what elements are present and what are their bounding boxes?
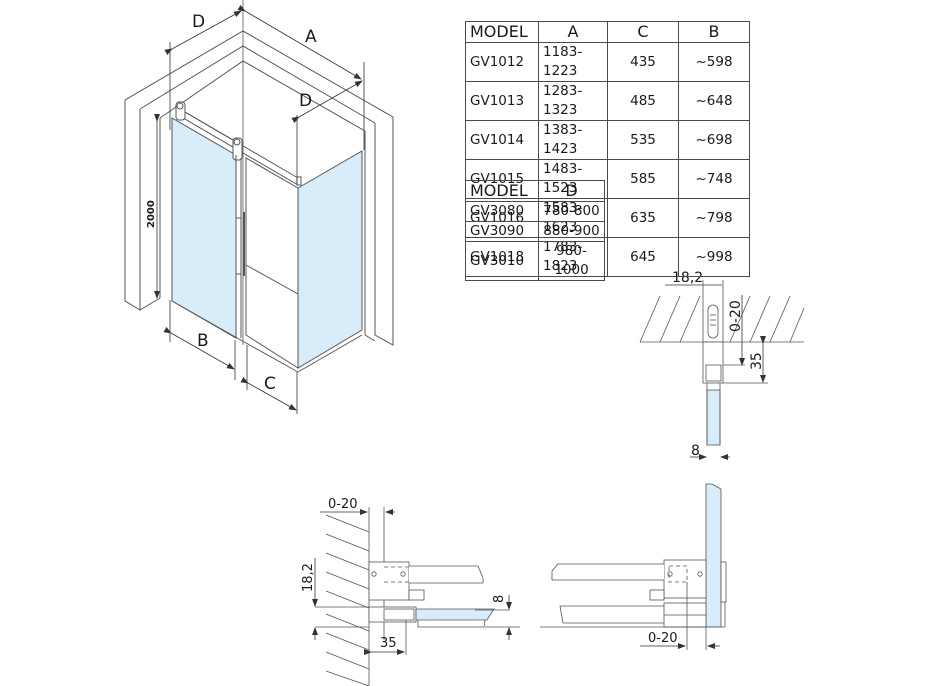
a-cell: 1283-1323: [538, 81, 608, 121]
glass-panel-section: [705, 483, 722, 628]
table-row: GV3090 880-900: [465, 221, 605, 242]
d-cell: 880-900: [538, 221, 605, 242]
d-cell: 980-1000: [538, 241, 605, 281]
side-panel-glass: [297, 150, 363, 369]
roller-icon: [175, 101, 302, 186]
b-cell: ~798: [678, 198, 750, 238]
b-cell: ~598: [678, 42, 750, 82]
isometric-view: [124, 0, 394, 414]
d-cell: 780-800: [538, 201, 605, 222]
c-cell: 645: [607, 237, 679, 277]
label-glass-thickness: 8: [492, 595, 507, 603]
b-cell: ~748: [678, 159, 750, 199]
column-header: A: [538, 21, 608, 43]
model-cell: GV3080: [465, 201, 539, 222]
dimension-label-height: 2000: [146, 200, 157, 228]
c-cell: 635: [607, 198, 679, 238]
wall-hatching: [639, 295, 805, 343]
column-header: MODEL: [465, 180, 539, 202]
a-cell: 1383-1423: [538, 120, 608, 160]
glass-panel-section: [706, 389, 721, 446]
c-cell: 435: [607, 42, 679, 82]
column-header: C: [607, 21, 679, 43]
b-cell: ~998: [678, 237, 750, 277]
label-profile-depth: 35: [380, 636, 397, 651]
c-cell: 535: [607, 120, 679, 160]
model-cell: GV3090: [465, 221, 539, 242]
fixed-panel-glass: [245, 157, 299, 369]
dimensions-table-d: MODEL D GV3080 780-800 GV3090 880-900 GV…: [465, 180, 605, 281]
dimension-lines: [154, 4, 365, 414]
label-adjust-range: 0-20: [728, 300, 744, 332]
wall-profile-detail: [639, 280, 805, 460]
table-row: GV1013 1283-1323 485 ~648: [465, 81, 750, 121]
wall-plug-icon: [707, 304, 719, 339]
dimension-label-b: B: [197, 331, 209, 351]
model-cell: GV3010: [465, 241, 539, 281]
b-cell: ~648: [678, 81, 750, 121]
label-glass-thickness: 8: [691, 443, 700, 459]
b-cell: ~698: [678, 120, 750, 160]
table-row: GV1014 1383-1423 535 ~698: [465, 120, 750, 160]
table-header-row: MODEL A C B: [465, 21, 750, 43]
c-cell: 585: [607, 159, 679, 199]
glass-panel-section: [415, 608, 495, 621]
label-profile-depth: 35: [749, 352, 765, 370]
model-cell: GV1012: [465, 42, 539, 82]
a-cell: 1183-1223: [538, 42, 608, 82]
model-cell: GV1014: [465, 120, 539, 160]
dimension-label-a: A: [305, 27, 317, 47]
column-header: D: [538, 180, 605, 202]
table-header-row: MODEL D: [465, 180, 605, 202]
table-row: GV3080 780-800: [465, 201, 605, 222]
dimension-label-c: C: [264, 374, 276, 394]
label-profile-width: 18,2: [301, 563, 316, 592]
door-handle: [235, 217, 242, 275]
label-adjust-range: 0-20: [648, 631, 678, 646]
bottom-left-detail: [312, 507, 520, 686]
table-row: GV3010 980-1000: [465, 241, 605, 281]
mounting-bracket: [368, 561, 410, 601]
column-header: MODEL: [465, 21, 539, 43]
bottom-right-detail: [540, 483, 727, 650]
model-cell: GV1013: [465, 81, 539, 121]
wall-hatching: [325, 514, 370, 686]
column-header: B: [678, 21, 750, 43]
label-adjust-range: 0-20: [328, 497, 358, 512]
c-cell: 485: [607, 81, 679, 121]
dimension-label-d-right: D: [299, 91, 312, 111]
sliding-door-glass: [171, 117, 237, 339]
table-row: GV1012 1183-1223 435 ~598: [465, 42, 750, 82]
dimension-label-d-top: D: [192, 12, 205, 32]
